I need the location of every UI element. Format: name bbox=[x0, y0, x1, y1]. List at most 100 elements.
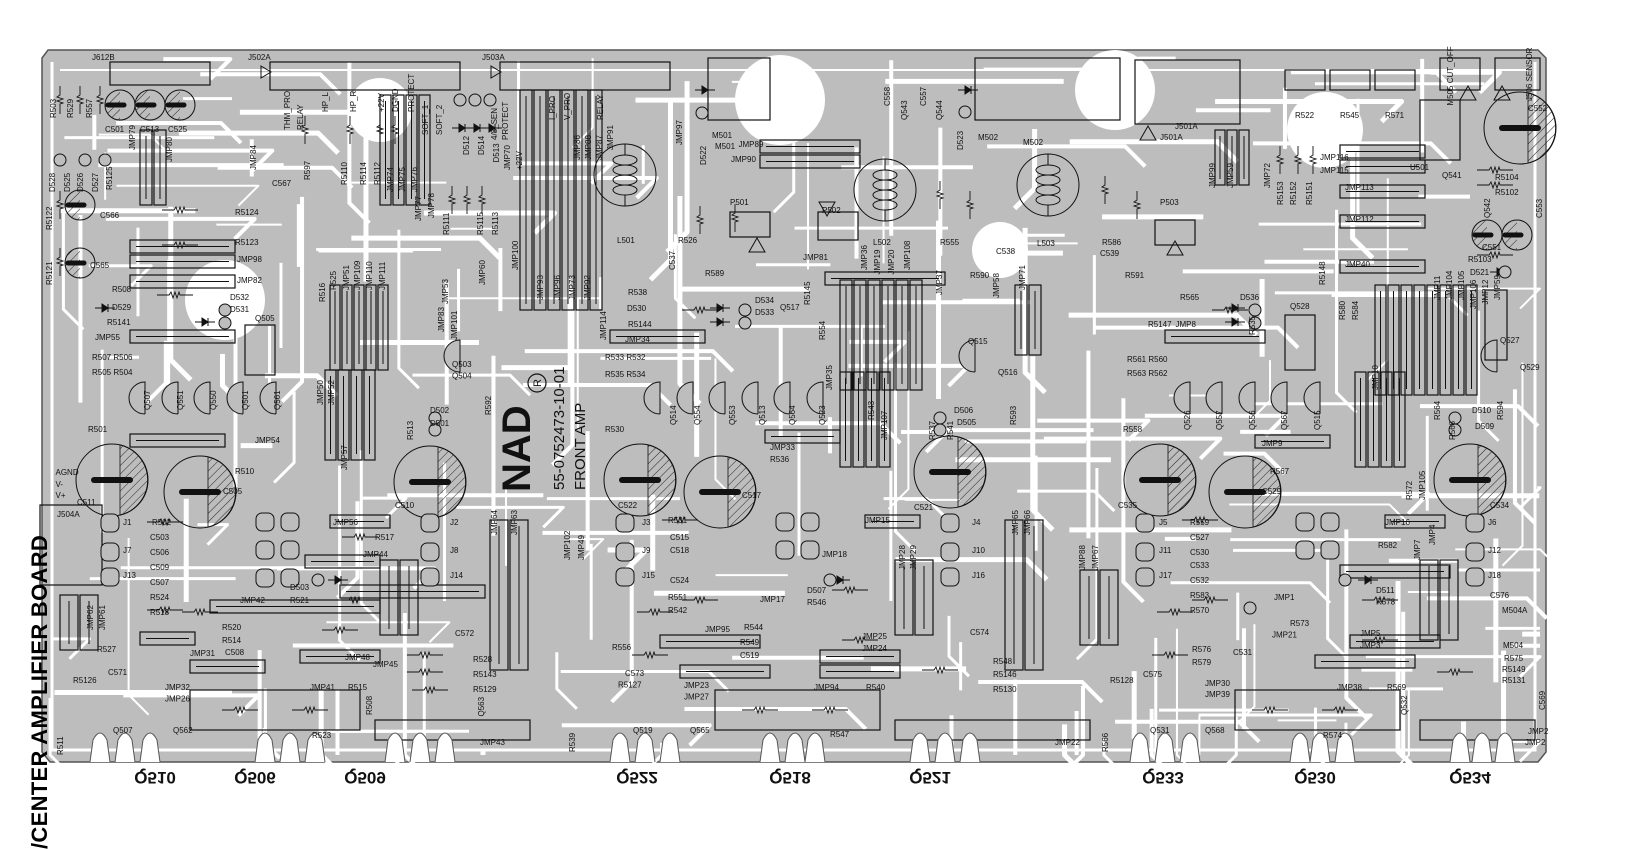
signal-label: 4/8_SEN bbox=[490, 108, 499, 140]
pin-marker bbox=[1459, 84, 1477, 101]
jumper bbox=[129, 329, 236, 344]
component-label: C519 bbox=[740, 651, 760, 660]
component-label: JMP5 bbox=[1360, 629, 1381, 638]
capacitor-polarity bbox=[647, 444, 676, 516]
jumper bbox=[392, 94, 405, 206]
component-label: JMP45 bbox=[373, 660, 398, 669]
pad bbox=[1320, 512, 1340, 532]
component-label: JMP109 bbox=[353, 260, 362, 290]
component-label: JMP88 bbox=[1078, 545, 1087, 570]
trace bbox=[1170, 581, 1332, 604]
connector-label: V+ bbox=[56, 491, 66, 500]
transistor-leg-cutout bbox=[1494, 732, 1516, 763]
transistor-leg-cutout bbox=[1309, 732, 1331, 763]
jumper bbox=[129, 239, 236, 254]
component-label: JMP21 bbox=[1272, 631, 1297, 640]
pad bbox=[1465, 513, 1485, 533]
jumper-jmp22 bbox=[894, 719, 1091, 741]
component-label: C510 bbox=[395, 501, 415, 510]
component-label: JMP66 bbox=[1023, 510, 1032, 535]
jumper bbox=[379, 94, 392, 206]
connector-label: J501A bbox=[1160, 133, 1183, 142]
transistor-leg-cutout bbox=[1471, 732, 1493, 763]
connector-label: J503A bbox=[482, 53, 505, 62]
relay-m502 bbox=[974, 57, 1121, 121]
component-label: R5145 bbox=[803, 281, 812, 305]
component-label: Q557 bbox=[1215, 410, 1224, 430]
trace bbox=[280, 196, 305, 403]
jumper bbox=[759, 154, 861, 169]
diode bbox=[958, 85, 978, 95]
component-label: D513 bbox=[492, 143, 501, 163]
test-point bbox=[468, 93, 482, 107]
trace bbox=[1198, 713, 1373, 737]
resistor bbox=[322, 625, 358, 635]
trace bbox=[1388, 689, 1410, 776]
component-label: J6 bbox=[1488, 518, 1497, 527]
component-label: JMP78 bbox=[427, 193, 436, 218]
component-label: JMP35 bbox=[825, 365, 834, 390]
component-label: JMP99 bbox=[1208, 163, 1217, 188]
resistor bbox=[695, 206, 705, 234]
component-label: R539 bbox=[568, 732, 577, 752]
resistor bbox=[1362, 635, 1398, 645]
capacitor-body bbox=[913, 435, 987, 509]
component-label: C539 bbox=[1100, 249, 1120, 258]
small-capacitor bbox=[164, 89, 196, 121]
jumper bbox=[589, 89, 603, 311]
component-label: JMP42 bbox=[240, 596, 265, 605]
trace bbox=[1149, 708, 1174, 777]
trace bbox=[1249, 360, 1271, 422]
component-label: R522 bbox=[1295, 111, 1315, 120]
pad bbox=[615, 513, 635, 533]
jumper bbox=[839, 371, 852, 468]
trace bbox=[1229, 503, 1411, 526]
component-label: R5115 bbox=[476, 211, 485, 235]
jumper bbox=[329, 514, 391, 529]
transistor-leg-cutout bbox=[434, 732, 456, 763]
component-label: D527 bbox=[91, 172, 100, 192]
component-label: R5129 bbox=[473, 685, 497, 694]
component-label: D528 bbox=[48, 172, 57, 192]
jumper bbox=[1400, 284, 1413, 396]
component-label: JMP23 bbox=[684, 681, 709, 690]
component-label: JMP58 bbox=[992, 273, 1001, 298]
component-label: C576 bbox=[1490, 591, 1510, 600]
electrolytic-capacitor bbox=[1208, 455, 1282, 529]
component-label: R566 bbox=[1101, 732, 1110, 752]
transistor-to92 bbox=[958, 339, 976, 373]
component-label: R5131 bbox=[1502, 676, 1526, 685]
component-label: Q519 bbox=[633, 726, 653, 735]
transistor-leg-cutout bbox=[959, 732, 981, 763]
connector-j501a bbox=[1134, 59, 1241, 125]
component-label: C518 bbox=[670, 546, 690, 555]
component-label: C567 bbox=[272, 179, 292, 188]
component-label: Q527 bbox=[1500, 336, 1520, 345]
resistor bbox=[1293, 146, 1303, 174]
jumper bbox=[1254, 434, 1331, 449]
component-label: JMP29 bbox=[909, 545, 918, 570]
resistor bbox=[407, 667, 443, 677]
component-label: JMP115 bbox=[1320, 166, 1349, 175]
trace bbox=[116, 184, 260, 207]
component-label: Q526 bbox=[1183, 410, 1192, 430]
component-label: JMP53 bbox=[441, 279, 450, 304]
transistor-label-q530: Q530 bbox=[1294, 768, 1336, 787]
capacitor-polarity bbox=[1252, 456, 1281, 528]
trace bbox=[684, 706, 868, 731]
connector-label: J506 SENSOR bbox=[1525, 47, 1534, 101]
resistor bbox=[375, 116, 385, 144]
component-label: R551 bbox=[668, 593, 688, 602]
board-name: FRONT AMP bbox=[572, 403, 589, 490]
trace bbox=[359, 450, 383, 625]
nad-logo-text: NAD bbox=[495, 405, 539, 492]
test-point bbox=[933, 423, 947, 437]
component-label: C537 bbox=[668, 250, 677, 270]
component-label: R5112 bbox=[373, 161, 382, 185]
jumper bbox=[1354, 371, 1367, 468]
trace bbox=[673, 234, 697, 320]
component-label: R5123 bbox=[235, 238, 259, 247]
heatsink-transistor-pair bbox=[1234, 689, 1401, 731]
component-label: R597 bbox=[303, 160, 312, 180]
component-label: JMP77 bbox=[414, 196, 423, 221]
